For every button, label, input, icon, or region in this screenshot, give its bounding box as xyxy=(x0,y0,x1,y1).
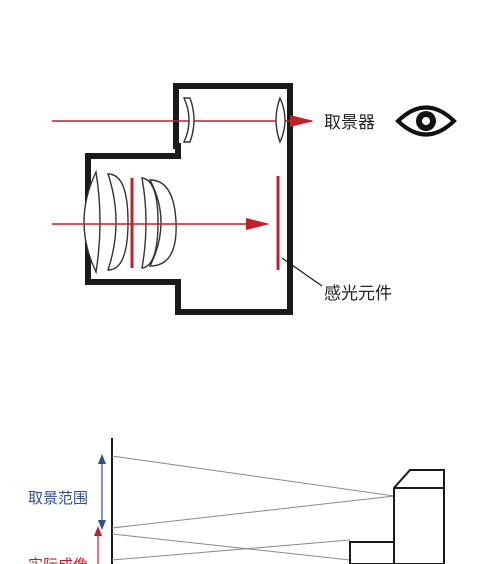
main-ray-arrowhead xyxy=(246,218,270,230)
projection-line-mid xyxy=(111,495,395,529)
actual-imaging-arrow-top xyxy=(94,526,102,536)
objective-lens-1 xyxy=(83,169,101,275)
framing-range-label: 取景范围 xyxy=(28,489,88,507)
viewfinder-ray-arrowhead xyxy=(290,115,314,127)
camera-silhouette xyxy=(393,469,445,564)
objective-lens-2 xyxy=(107,173,129,271)
viewfinder-label: 取景器 xyxy=(324,113,375,133)
actual-imaging-label: 实际成像 xyxy=(28,556,88,564)
projection-line-top xyxy=(111,455,395,497)
camera-lens-block xyxy=(349,541,395,564)
projection-line-lower-a xyxy=(111,533,351,561)
sensor-label: 感光元件 xyxy=(324,284,392,304)
objective-lens-3 xyxy=(141,177,159,269)
viewfinder-lens-left xyxy=(182,97,195,143)
sensor-leader-line xyxy=(281,257,323,287)
objective-lens-4 xyxy=(148,179,177,267)
projection-line-lower-b xyxy=(111,539,351,561)
bottom-diagram: 取景范围 实际成像 xyxy=(28,438,445,564)
eye-icon xyxy=(395,105,457,137)
framing-range-arrow-top xyxy=(98,454,106,464)
viewfinder-lens-right xyxy=(275,96,286,144)
framing-range-arrow-bottom xyxy=(98,520,106,530)
top-diagram: 取景器 感光元件 xyxy=(52,83,457,315)
